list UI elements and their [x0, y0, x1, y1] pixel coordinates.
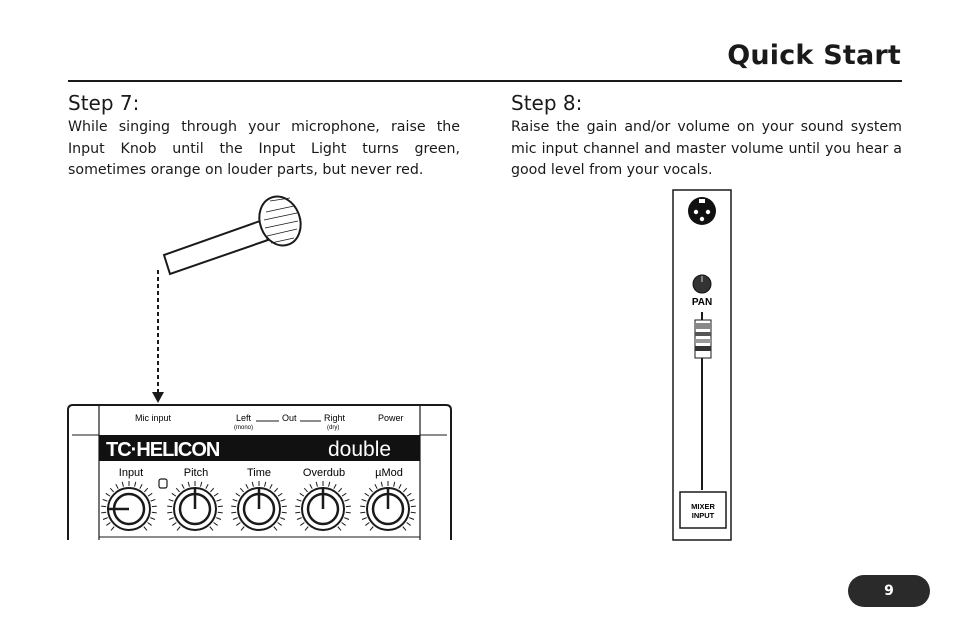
knob-label-time: Time	[247, 467, 271, 479]
pan-knob-icon	[692, 274, 712, 294]
jack-label-mic-input: Mic input	[135, 413, 172, 423]
input-light-icon	[158, 478, 168, 489]
knob-label-overdub: Overdub	[303, 467, 345, 479]
fader-cap-icon	[694, 319, 712, 359]
knob-input-icon[interactable]	[101, 481, 157, 531]
jack-label-out: Out	[282, 413, 297, 423]
knob-label-pitch: Pitch	[184, 467, 208, 479]
model-name: double	[328, 438, 391, 461]
knob-umod-icon[interactable]	[360, 481, 416, 531]
step8-heading: Step 8:	[511, 91, 583, 115]
page-title: Quick Start	[727, 40, 901, 71]
jack-label-left: Left	[236, 413, 252, 423]
microphone-icon	[162, 195, 302, 276]
page-number-badge: 9	[848, 575, 930, 607]
knob-time-icon[interactable]	[231, 481, 287, 531]
step8-text: Raise the gain and/or volume on your sou…	[511, 119, 902, 178]
step7-heading: Step 7:	[68, 91, 140, 115]
header-rule	[68, 80, 902, 82]
pan-label: PAN	[692, 297, 712, 308]
jack-label-power: Power	[378, 413, 404, 423]
mixer-channel-strip: PAN MIXER INPUT	[672, 189, 732, 541]
step7-text: While singing through your microphone, r…	[68, 119, 460, 178]
jack-label-right: Right	[324, 413, 346, 423]
tc-helicon-double-pedal: Mic input Left (mono) Out Right (dry) Po…	[67, 404, 452, 540]
knob-label-umod: µMod	[375, 467, 403, 479]
knob-overdub-icon[interactable]	[295, 481, 351, 531]
knob-label-input: Input	[119, 467, 143, 479]
jack-label-left-sub: (mono)	[234, 425, 253, 431]
jack-label-right-sub: (dry)	[327, 425, 339, 431]
mixer-input-label-1: MIXER	[691, 502, 715, 511]
arrow-head-icon	[152, 392, 164, 403]
knob-pitch-icon[interactable]	[167, 481, 223, 531]
mixer-input-box	[679, 491, 727, 529]
xlr-jack-icon	[688, 197, 716, 225]
brand-logo: TC·HELICON	[106, 439, 220, 461]
mixer-input-label-2: INPUT	[692, 511, 715, 520]
